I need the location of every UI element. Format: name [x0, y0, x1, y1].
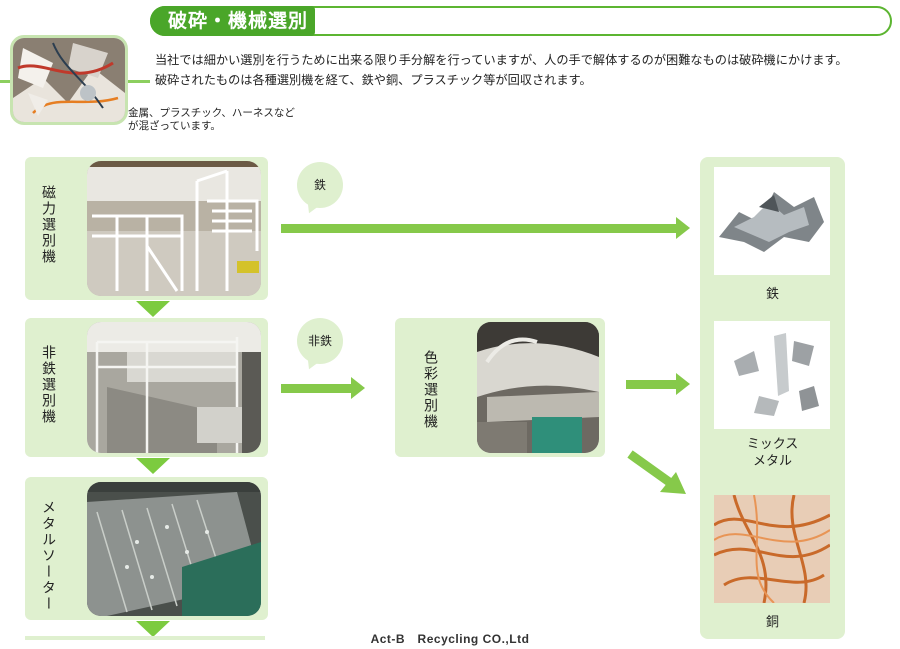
shredded-mix-photo: [10, 35, 128, 125]
caption-line-2: が混ざっています。: [128, 120, 221, 132]
mixed-metal-line-1: ミックス: [746, 437, 799, 452]
intro-text: 当社では細かい選別を行うために出来る限り手分解を行っていますが、人の手で解体する…: [155, 50, 897, 90]
photo-caption: 金属、プラスチック、ハーネスなど が混ざっています。: [128, 107, 298, 133]
nonferrous-separator-label: 非鉄選別機: [40, 345, 56, 425]
arrow-head-icon: [676, 217, 690, 239]
magnetic-separator-label: 磁力選別機: [40, 185, 56, 265]
color-sorter-photo: [477, 322, 599, 453]
caption-line-1: 金属、プラスチック、ハーネスなど: [128, 107, 295, 119]
copper-scrap-photo: [714, 495, 830, 603]
iron-flow-arrow: [281, 224, 676, 233]
down-arrow-icon: [136, 301, 170, 317]
mixed-metal-result-label: ミックス メタル: [700, 436, 845, 470]
down-arrow-icon: [136, 458, 170, 474]
footer-rule: [25, 636, 265, 640]
nonferrous-bubble: 非鉄: [297, 318, 343, 364]
nonferrous-flow-arrow: [281, 384, 351, 393]
metal-sorter-label: メタルソーター: [40, 500, 56, 612]
down-arrow-icon: [136, 621, 170, 637]
iron-bubble: 鉄: [297, 162, 343, 208]
intro-line-2: 破砕されたものは各種選別機を経て、鉄や銅、プラスチック等が回収されます。: [155, 73, 592, 87]
iron-result-label: 鉄: [765, 287, 779, 302]
magnetic-separator-photo: [87, 161, 261, 296]
metal-sorter-photo: [87, 482, 261, 616]
iron-scrap-photo: [714, 167, 830, 275]
mixed-metal-flow-arrow: [626, 380, 676, 389]
nonferrous-separator-photo: [87, 322, 261, 453]
mixed-metal-line-2: メタル: [752, 454, 792, 469]
arrow-head-icon: [676, 373, 690, 395]
iron-bubble-label: 鉄: [313, 178, 326, 192]
color-sorter-label: 色彩選別機: [422, 350, 438, 430]
copper-result-label: 銅: [765, 615, 779, 630]
arrow-head-icon: [351, 377, 365, 399]
nonferrous-bubble-label: 非鉄: [307, 334, 332, 348]
mixed-metal-photo: [714, 321, 830, 429]
company-name: Act-B Recycling CO.,Ltd: [370, 632, 530, 646]
copper-flow-arrow: [627, 450, 686, 494]
page-title: 破砕・機械選別: [150, 6, 315, 36]
intro-line-1: 当社では細かい選別を行うために出来る限り手分解を行っていますが、人の手で解体する…: [155, 53, 848, 67]
